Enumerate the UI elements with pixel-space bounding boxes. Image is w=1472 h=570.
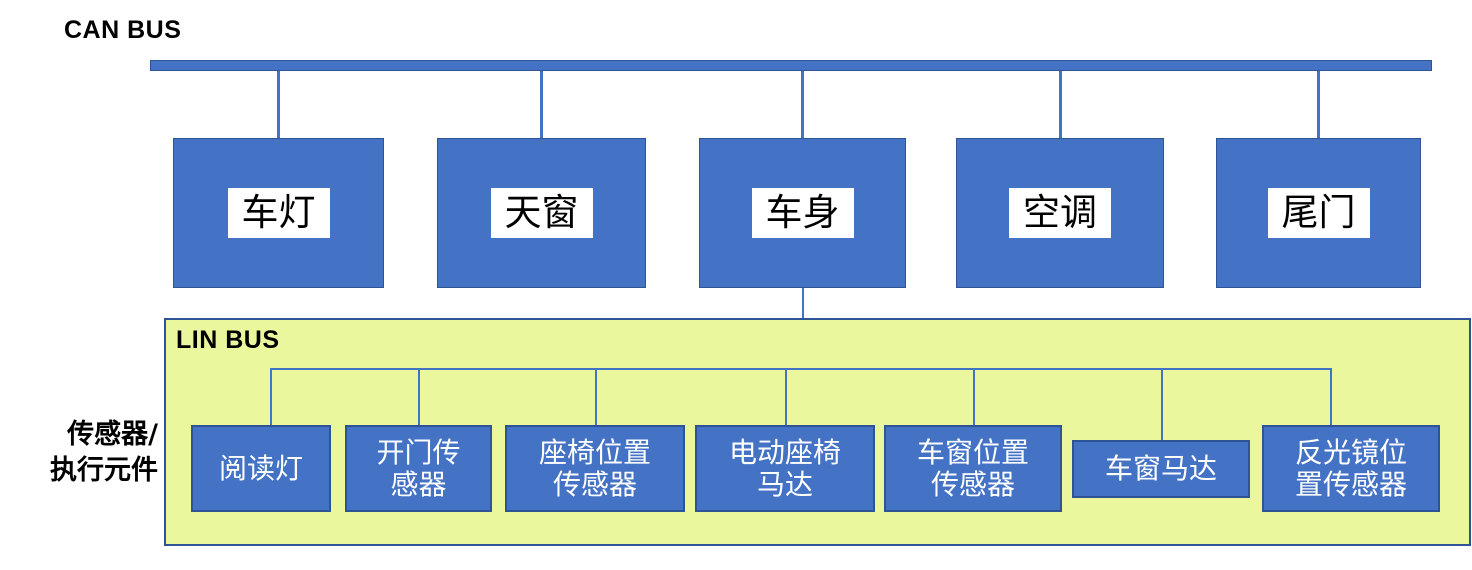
can-drop-line-3 [1059, 71, 1062, 139]
can-node-label: 尾门 [1267, 188, 1370, 238]
lin-drop-line-0 [270, 368, 272, 425]
lin-drop-line-4 [973, 368, 975, 425]
lin-node-label: 车窗位置 传感器 [916, 435, 1029, 501]
lin-bus-rail [270, 368, 1331, 370]
lin-node-label: 座椅位置 传感器 [538, 435, 651, 501]
can-node-label: 空调 [1009, 188, 1111, 238]
lin-drop-line-5 [1161, 368, 1163, 440]
can-drop-line-4 [1317, 71, 1320, 139]
lin-drop-line-2 [595, 368, 597, 425]
sensors-actuators-caption: 传感器/ 执行元件 [50, 419, 158, 486]
can-node-hvac[interactable]: 空调 [956, 138, 1164, 288]
can-drop-line-1 [540, 71, 543, 139]
can-node-label: 车身 [751, 188, 854, 238]
can-node-body[interactable]: 车身 [699, 138, 906, 288]
lin-bus-label: LIN BUS [176, 326, 280, 354]
lin-drop-line-6 [1330, 368, 1332, 425]
lin-node-label: 电动座椅 马达 [728, 435, 841, 501]
lin-node-mirror-position-sensor[interactable]: 反光镜位 置传感器 [1262, 425, 1440, 512]
lin-node-label: 阅读灯 [218, 451, 303, 485]
can-bus-label: CAN BUS [64, 16, 182, 44]
lin-node-label: 车窗马达 [1104, 452, 1217, 486]
lin-node-label: 开门传 感器 [376, 435, 461, 501]
lin-node-power-seat-motor[interactable]: 电动座椅 马达 [695, 425, 875, 512]
can-node-label: 天窗 [490, 188, 593, 238]
lin-node-window-motor[interactable]: 车窗马达 [1072, 440, 1250, 498]
can-drop-line-0 [277, 71, 280, 139]
lin-node-label: 反光镜位 置传感器 [1294, 435, 1407, 501]
can-node-sunroof[interactable]: 天窗 [437, 138, 646, 288]
can-bus-bar [150, 60, 1432, 71]
lin-drop-line-3 [785, 368, 787, 425]
lin-node-seat-position-sensor[interactable]: 座椅位置 传感器 [505, 425, 685, 512]
lin-node-door-open-sensor[interactable]: 开门传 感器 [345, 425, 492, 512]
can-node-label: 车灯 [227, 188, 330, 238]
can-drop-line-2 [801, 71, 804, 139]
can-node-tailgate[interactable]: 尾门 [1216, 138, 1421, 288]
lin-drop-line-1 [418, 368, 420, 425]
lin-node-reading-lamp[interactable]: 阅读灯 [191, 425, 331, 512]
can-node-headlamp[interactable]: 车灯 [173, 138, 384, 288]
lin-node-window-position-sensor[interactable]: 车窗位置 传感器 [884, 425, 1062, 512]
